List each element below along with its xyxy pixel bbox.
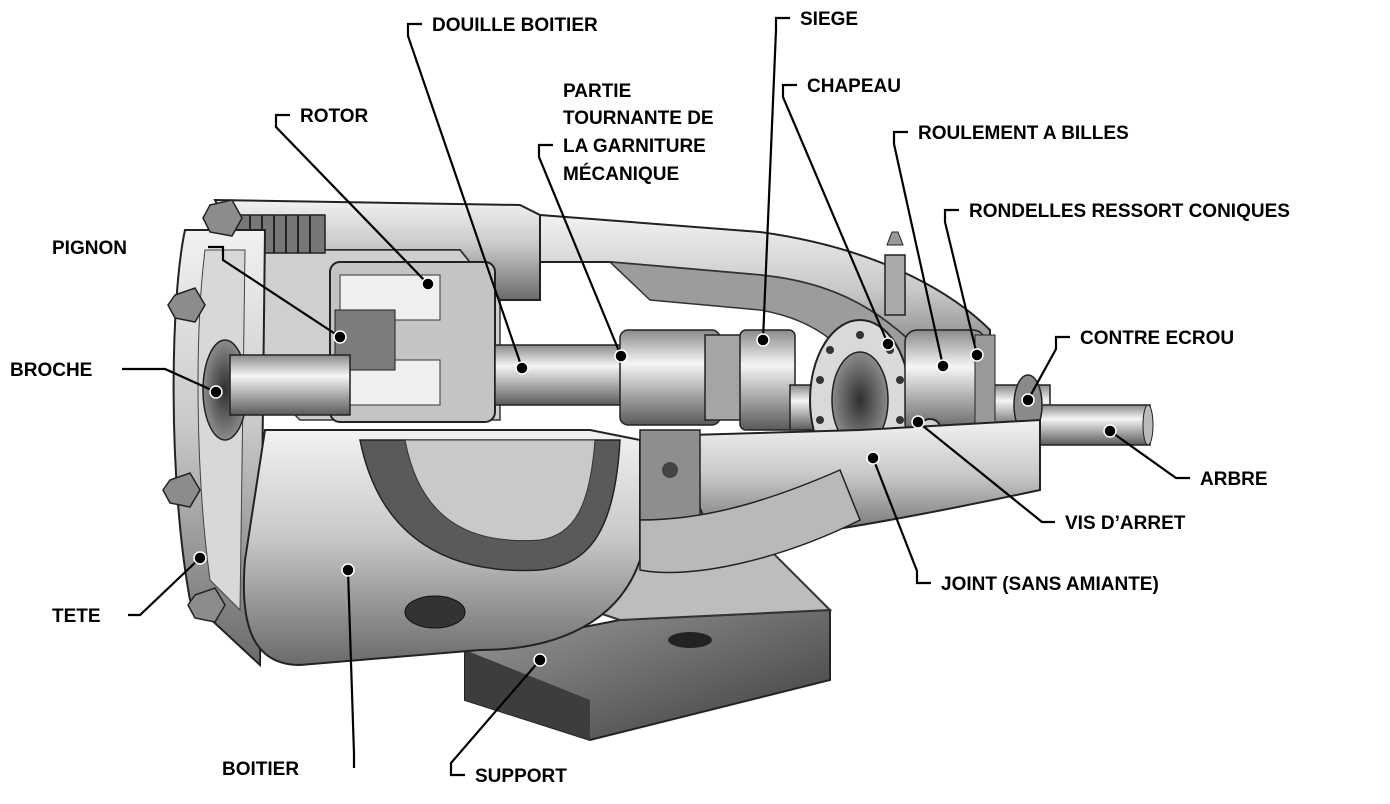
leader-douille-boitier [406,22,524,369]
callout-dots [193,277,1117,667]
leader-vis-arret [917,421,1055,524]
label-pignon: PIGNON [52,238,127,259]
dot-rotor [421,277,435,291]
leader-lines [122,16,1190,777]
label-douille-boitier: DOUILLE BOITIER [432,15,598,36]
label-roulement: ROULEMENT A BILLES [918,123,1129,144]
leader-rotor [274,113,429,285]
label-contre-ecrou: CONTRE ECROU [1080,328,1234,349]
leader-pignon [208,245,341,338]
leader-arbre [1109,430,1190,480]
dot-chapeau [881,337,895,351]
leader-siege [761,16,790,341]
leader-broche [122,367,217,394]
leader-rondelles [943,208,979,356]
pump-illustration [162,198,1154,742]
dot-arbre [1103,424,1117,438]
label-partie-tournante-line2: TOURNANTE DE [563,108,714,129]
dot-support [533,653,547,667]
dot-joint [866,451,880,465]
label-vis-arret: VIS D’ARRET [1065,513,1186,534]
label-joint: JOINT (SANS AMIANTE) [941,574,1159,595]
dot-douille-boitier [515,361,529,375]
rotor-pignon [229,261,496,423]
label-partie-tournante-line4: MÉCANIQUE [563,163,679,185]
leader-chapeau [781,83,890,345]
dot-boitier [341,563,355,577]
dot-pignon [333,330,347,344]
label-chapeau: CHAPEAU [807,76,901,97]
support-arc [639,469,861,574]
label-broche: BROCHE [10,360,92,381]
label-tete: TETE [52,606,101,627]
label-rotor: ROTOR [300,106,369,127]
leader-contre-ecrou [1027,335,1070,401]
dot-roulement [936,359,950,373]
dot-broche [209,385,223,399]
label-partie-tournante-line3: LA GARNITURE [563,136,706,157]
label-support: SUPPORT [475,766,567,787]
dot-siege [756,333,770,347]
label-rondelles: RONDELLES RESSORT CONIQUES [969,201,1290,222]
leader-tete [128,557,201,617]
dot-vis-arret [911,415,925,429]
labels: DOUILLE BOITIER SIEGE CHAPEAU ROTOR PART… [10,9,1290,787]
leader-boitier [346,569,356,768]
leader-support [449,659,541,777]
dot-rondelles [970,348,984,362]
label-arbre: ARBRE [1200,469,1268,490]
label-siege: SIEGE [800,9,858,30]
leader-roulement [892,130,945,367]
leader-partie-tournante [537,143,623,357]
dot-partie-tournante [614,349,628,363]
label-boitier: BOITIER [222,759,299,780]
label-partie-tournante-line1: PARTIE [563,81,631,102]
leader-joint [871,457,931,585]
dot-contre-ecrou [1021,393,1035,407]
dot-tete [193,551,207,565]
